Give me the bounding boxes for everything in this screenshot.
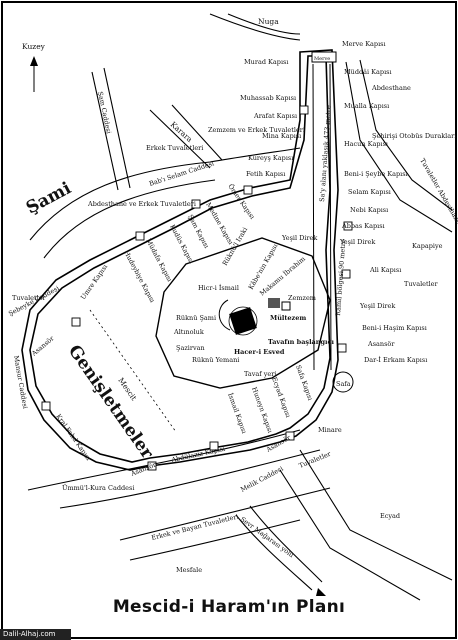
safa-circle — [332, 371, 354, 393]
door-muddai: Müddâi Kapısı — [344, 68, 392, 76]
door-dar-erkam: Dar-İ Erkam Kapısı — [364, 355, 427, 364]
makam-ibrahim-box — [268, 298, 280, 308]
map-title: Mescid-i Haram'ın Planı — [112, 597, 346, 617]
zemzem-box — [281, 301, 291, 311]
feat-abdesthane-erkek: Abdesthane ve Erkek Tuvaletleri — [87, 200, 196, 208]
feat-kapasitye: Kapapiye — [412, 242, 443, 250]
feat-yesil-1: Yeşil Direk — [281, 234, 317, 242]
feat-yesil-2: Yeşil Direk — [359, 302, 395, 310]
kaaba-multezem: Mültezem — [270, 314, 306, 322]
door-babus-selam: Bab'ı Selam Caddesi — [148, 159, 215, 188]
door-muhassab: Muhassab Kapısı — [240, 94, 296, 102]
mosque-outline — [21, 49, 339, 471]
kaaba — [218, 299, 258, 336]
feat-yesil-3: Yeşil Direk — [339, 238, 375, 246]
door-hacun: Hacun Kapısı — [344, 140, 388, 148]
feat-asansor-2: Asansör — [129, 460, 158, 478]
door-kudus: Kudüs Kapısı — [168, 223, 195, 265]
street-ummul-kura: Ümmü'l-Kura Caddesi — [62, 483, 134, 492]
hicr-ismail-arc — [218, 299, 231, 331]
door-ismail: İsmail Kapısı — [226, 392, 249, 435]
dotted-line — [89, 309, 177, 433]
feat-zemzem-tuvalet: Zemzem ve Erkek Tuvaletleri — [208, 126, 305, 134]
feat-erkek-tuvalet: Erkek Tuvaletleri — [146, 144, 203, 152]
door-safa: Safa Kapısı — [294, 364, 314, 402]
street-esyad: Ecyad — [380, 512, 400, 520]
door-ecyad: Ecyad Kapısı — [270, 376, 292, 419]
kaaba-ruknul-sam: Rüknü Şami — [176, 314, 216, 322]
door-hudeybiye: Hudeybiye Kapısı — [122, 249, 156, 304]
door-beni-hasim: Beni-i Haşim Kapısı — [362, 324, 427, 332]
feat-otobus: Şehirişi Otobüs Durakları (Umre) — [372, 132, 458, 140]
kaaba-sazirvan: Şazirvan — [176, 344, 205, 352]
feat-tuvaletler-left: Tuvaletler — [12, 294, 47, 302]
north-arrow-icon — [30, 56, 38, 92]
say-corridor — [312, 63, 332, 371]
feat-asansor-4: Asansör — [367, 340, 395, 348]
merve-box-label: Merve — [314, 56, 330, 62]
watermark: Dalil-Alhaj.com — [0, 629, 71, 640]
kaaba-tavaf-baslangic: Tavafın başlangıcı — [268, 338, 334, 346]
door-beni-seybe: Beni-i Şeybe Kapısı — [344, 170, 408, 178]
door-medine: Medine Kapısı — [204, 201, 235, 246]
street-seyr: Sevr Mağarası yolu — [239, 515, 296, 559]
feat-safa: Safa — [336, 380, 351, 388]
door-merve: Merve Kapısı — [342, 40, 386, 48]
mataf-courtyard — [155, 237, 331, 389]
door-mina: Mina Kapısı — [262, 132, 301, 140]
north-label: Kuzey — [22, 42, 46, 51]
kaaba-altinoluk: Altınoluk — [173, 328, 204, 336]
door-abdulaziz: Abdülaziz Kapısı — [170, 445, 226, 464]
kaaba-ruknul-yemani: Rüknü Yemani — [192, 356, 239, 364]
door-mualla: Mualla Kapısı — [344, 102, 389, 110]
door-hunyeyn: Huneyn Kapısı — [250, 386, 274, 434]
streets — [27, 13, 453, 601]
street-mesfale: Mesfale — [176, 566, 202, 574]
door-arafat: Arafat Kapısı — [253, 112, 297, 120]
door-kureys: Kureyş Kapısı — [248, 154, 293, 162]
feat-tuvaletler-right: Tuvaletler — [404, 280, 439, 288]
kaaba-tavaf-yeri: Tavaf yeri — [244, 370, 276, 378]
gate-markers — [41, 105, 353, 471]
street-tuvaletler: Tuvaletler — [298, 450, 333, 470]
door-abdesthane: Abdesthane — [371, 84, 411, 92]
door-murad: Murad Kapısı — [244, 58, 288, 66]
kaaba-hicr: Hicr-i İsmail — [198, 283, 239, 292]
arrow-icon — [316, 588, 326, 596]
area-sami: Şami — [23, 178, 75, 218]
kaaba-zemzem: Zemzem — [288, 294, 316, 302]
door-selam: Selam Kapısı — [348, 188, 391, 196]
merve-box — [311, 51, 337, 63]
door-mudafa: Müdafa Kapısı — [144, 237, 173, 283]
door-abbas: Abbas Kapısı — [341, 222, 385, 230]
door-nebi: Nebi Kapısı — [350, 206, 388, 214]
door-fetih: Fetih Kapısı — [246, 170, 285, 178]
feat-erkek-bayan: Erkek ve Bayan Tuvaletleri — [151, 513, 240, 542]
kaaba-hacer-esved: Hacer-i Esved — [234, 348, 285, 356]
street-nuga: Nuga — [258, 17, 279, 26]
feat-minare: Minare — [318, 426, 342, 434]
door-sam: Şam Kapısı — [186, 213, 210, 249]
door-ali: Ali Kapısı — [369, 266, 401, 274]
